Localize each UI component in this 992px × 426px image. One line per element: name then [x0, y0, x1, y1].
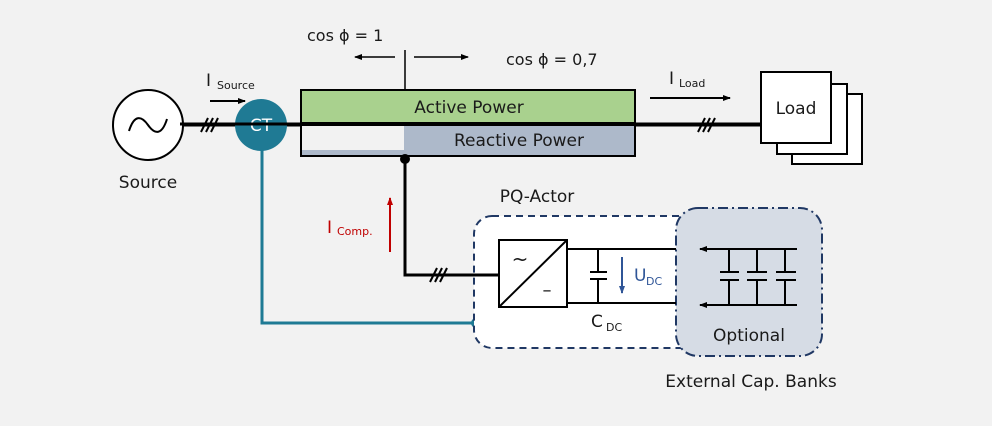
sine-wave-icon — [128, 117, 168, 133]
active-power-label: Active Power — [414, 98, 523, 118]
load-stack — [760, 71, 863, 165]
source-label: Source — [119, 173, 177, 193]
cdc-main: C — [591, 312, 603, 332]
i-source-sub: Source — [217, 79, 255, 92]
i-load-sub: Load — [679, 77, 705, 90]
cos-phi-1-label: cos ϕ = 1 — [307, 26, 383, 45]
i-comp-main: I — [327, 218, 332, 238]
active-power-bar — [300, 89, 636, 124]
capbank-optional-label: Optional — [713, 326, 785, 346]
reactive-power-label: Reactive Power — [454, 131, 584, 151]
compensated-area — [302, 126, 404, 150]
pq-actor-title: PQ-Actor — [500, 187, 575, 207]
ct-label: CT — [250, 116, 273, 136]
capbank-capacitors — [720, 249, 796, 305]
udc-main: U — [634, 266, 646, 286]
ac-source — [112, 89, 184, 161]
cdc-sub: DC — [606, 321, 622, 334]
three-phase-mark-comp — [429, 267, 448, 283]
ct-signal-line — [260, 145, 476, 325]
load-label: Load — [776, 99, 817, 119]
i-comp-sub: Comp. — [337, 225, 373, 238]
udc-sub: DC — [646, 275, 662, 288]
cos-phi-07-label: cos ϕ = 0,7 — [506, 50, 598, 69]
comp-line — [403, 159, 500, 277]
i-load-main: I — [669, 69, 674, 89]
i-source-main: I — [206, 71, 211, 91]
ac-dc-converter — [498, 239, 568, 308]
cap-bank-boundary — [675, 207, 823, 357]
dc-capacitor — [590, 249, 607, 303]
converter-ac-icon: ~ — [512, 247, 529, 271]
capbank-caption: External Cap. Banks — [665, 372, 837, 392]
converter-dc-icon: – — [543, 280, 552, 301]
